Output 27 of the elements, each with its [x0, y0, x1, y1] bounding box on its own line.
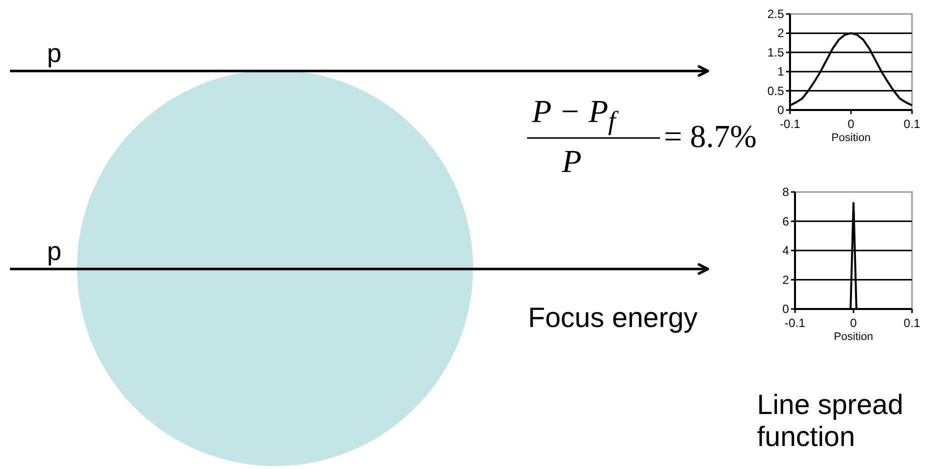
caption-text: Focus energy	[528, 304, 698, 332]
tick-label: 0.1	[904, 316, 920, 330]
beam-label: p	[47, 40, 62, 66]
tick-label: 0.1	[904, 117, 920, 131]
circle-shape	[77, 70, 473, 466]
axis-title: Position	[831, 132, 871, 144]
formula-result: = 8.7%	[664, 120, 757, 152]
axis-title: Position	[834, 331, 874, 343]
tick-label: 0.5	[767, 84, 784, 98]
tick-label: 0	[777, 103, 784, 117]
tick-label: 8	[782, 185, 789, 199]
formula-numerator: P − P$_{f}$	[532, 95, 616, 134]
tick-label: -0.1	[784, 316, 806, 330]
tick-label: 1	[777, 64, 784, 79]
tick-label: 4	[782, 244, 789, 258]
tick-label: 0	[782, 302, 789, 316]
tick-label: 1.5	[767, 45, 784, 60]
beam-label: p	[47, 238, 62, 264]
tick-label: 0	[850, 316, 857, 330]
caption-text: Line spread function	[757, 389, 904, 454]
tick-label: 2	[777, 26, 784, 40]
tick-label: 2.5	[767, 7, 784, 21]
tick-label: 2	[782, 272, 789, 287]
tick-label: 6	[782, 214, 789, 228]
tick-label: 0	[848, 117, 854, 131]
formula-denominator: P	[562, 145, 582, 177]
tick-label: -0.1	[780, 117, 800, 131]
